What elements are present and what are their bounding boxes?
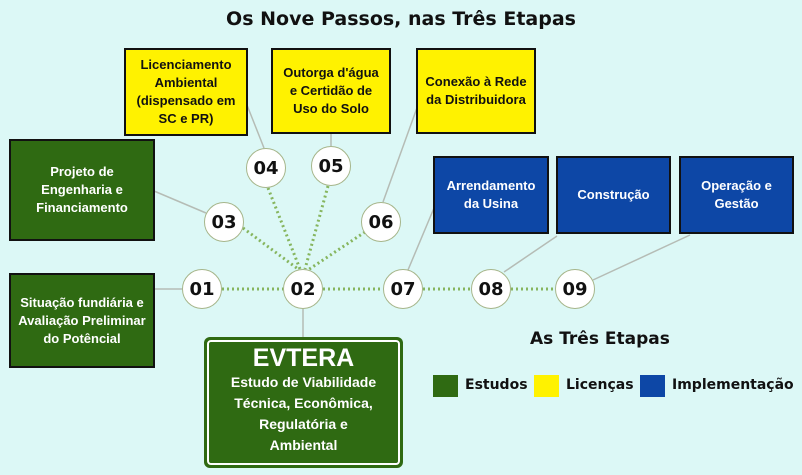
box-operacao: Operação e Gestão	[679, 156, 794, 234]
step-04: 04	[246, 148, 286, 188]
step-03: 03	[204, 202, 244, 242]
step-06: 06	[361, 202, 401, 242]
step-05: 05	[311, 146, 351, 186]
box-projeto: Projeto de Engenharia e Financiamento	[9, 139, 155, 241]
step-09: 09	[555, 269, 595, 309]
page-title: Os Nove Passos, nas Três Etapas	[226, 8, 576, 30]
legend-label-licencas: Licenças	[566, 377, 634, 393]
legend-swatch-licencas	[534, 375, 559, 397]
legend-label-implementacao: Implementação	[672, 377, 794, 393]
evtera-box: EVTERA Estudo de Viabilidade Técnica, Ec…	[204, 337, 403, 468]
box-outorga: Outorga d'água e Certidão de Uso do Solo	[271, 48, 391, 134]
legend-heading: As Três Etapas	[530, 329, 670, 349]
box-arrendamento: Arrendamento da Usina	[433, 156, 549, 234]
step-08: 08	[471, 269, 511, 309]
step-02: 02	[283, 269, 323, 309]
step-01: 01	[182, 269, 222, 309]
legend-swatch-implementacao	[640, 375, 665, 397]
step-07: 07	[383, 269, 423, 309]
evtera-subtitle: Estudo de Viabilidade Técnica, Econômica…	[230, 374, 377, 453]
box-situacao: Situação fundiária e Avaliação Prelimina…	[9, 273, 155, 368]
box-conexao: Conexão à Rede da Distribuidora	[416, 48, 536, 134]
legend-swatch-estudos	[433, 375, 458, 397]
box-construcao: Construção	[556, 156, 671, 234]
legend-label-estudos: Estudos	[465, 377, 528, 393]
box-licenciamento: Licenciamento Ambiental (dispensado em S…	[124, 48, 248, 136]
evtera-title: EVTERA	[252, 344, 355, 372]
